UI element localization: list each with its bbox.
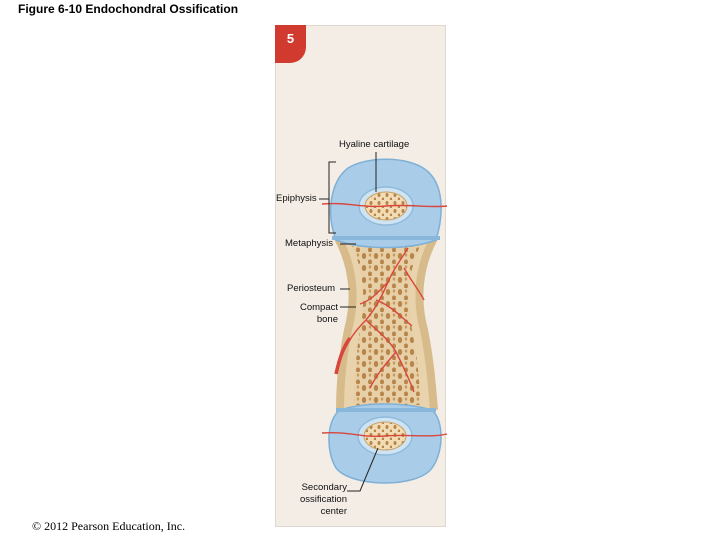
label-compact-bone: Compact bone [290,302,338,326]
label-secondary-line1: Secondary [301,482,347,493]
label-compact-bone-line2: bone [316,314,338,325]
diaphysis [334,236,438,411]
step-badge: 5 [275,25,306,63]
label-secondary-ossification-center: Secondary ossification center [284,482,347,518]
label-metaphysis: Metaphysis [285,238,334,249]
copyright-notice: © 2012 Pearson Education, Inc. [32,519,186,533]
blood-vessels [321,202,448,438]
compact-bone-right [415,236,438,411]
compact-bone-left [334,236,357,411]
label-secondary-line3: center [320,506,347,517]
nutrient-artery [334,336,352,375]
label-compact-bone-line1: Compact [299,302,338,313]
figure-title: Figure 6-10 Endochondral Ossification [18,2,239,16]
distal-epiphysis [328,403,442,484]
label-epiphysis: Epiphysis [276,193,317,204]
label-hyaline-cartilage: Hyaline cartilage [339,139,410,150]
label-periosteum: Periosteum [287,283,336,294]
proximal-epiphysis [329,158,442,249]
label-secondary-line2: ossification [300,494,347,505]
leader-lines [319,152,379,492]
